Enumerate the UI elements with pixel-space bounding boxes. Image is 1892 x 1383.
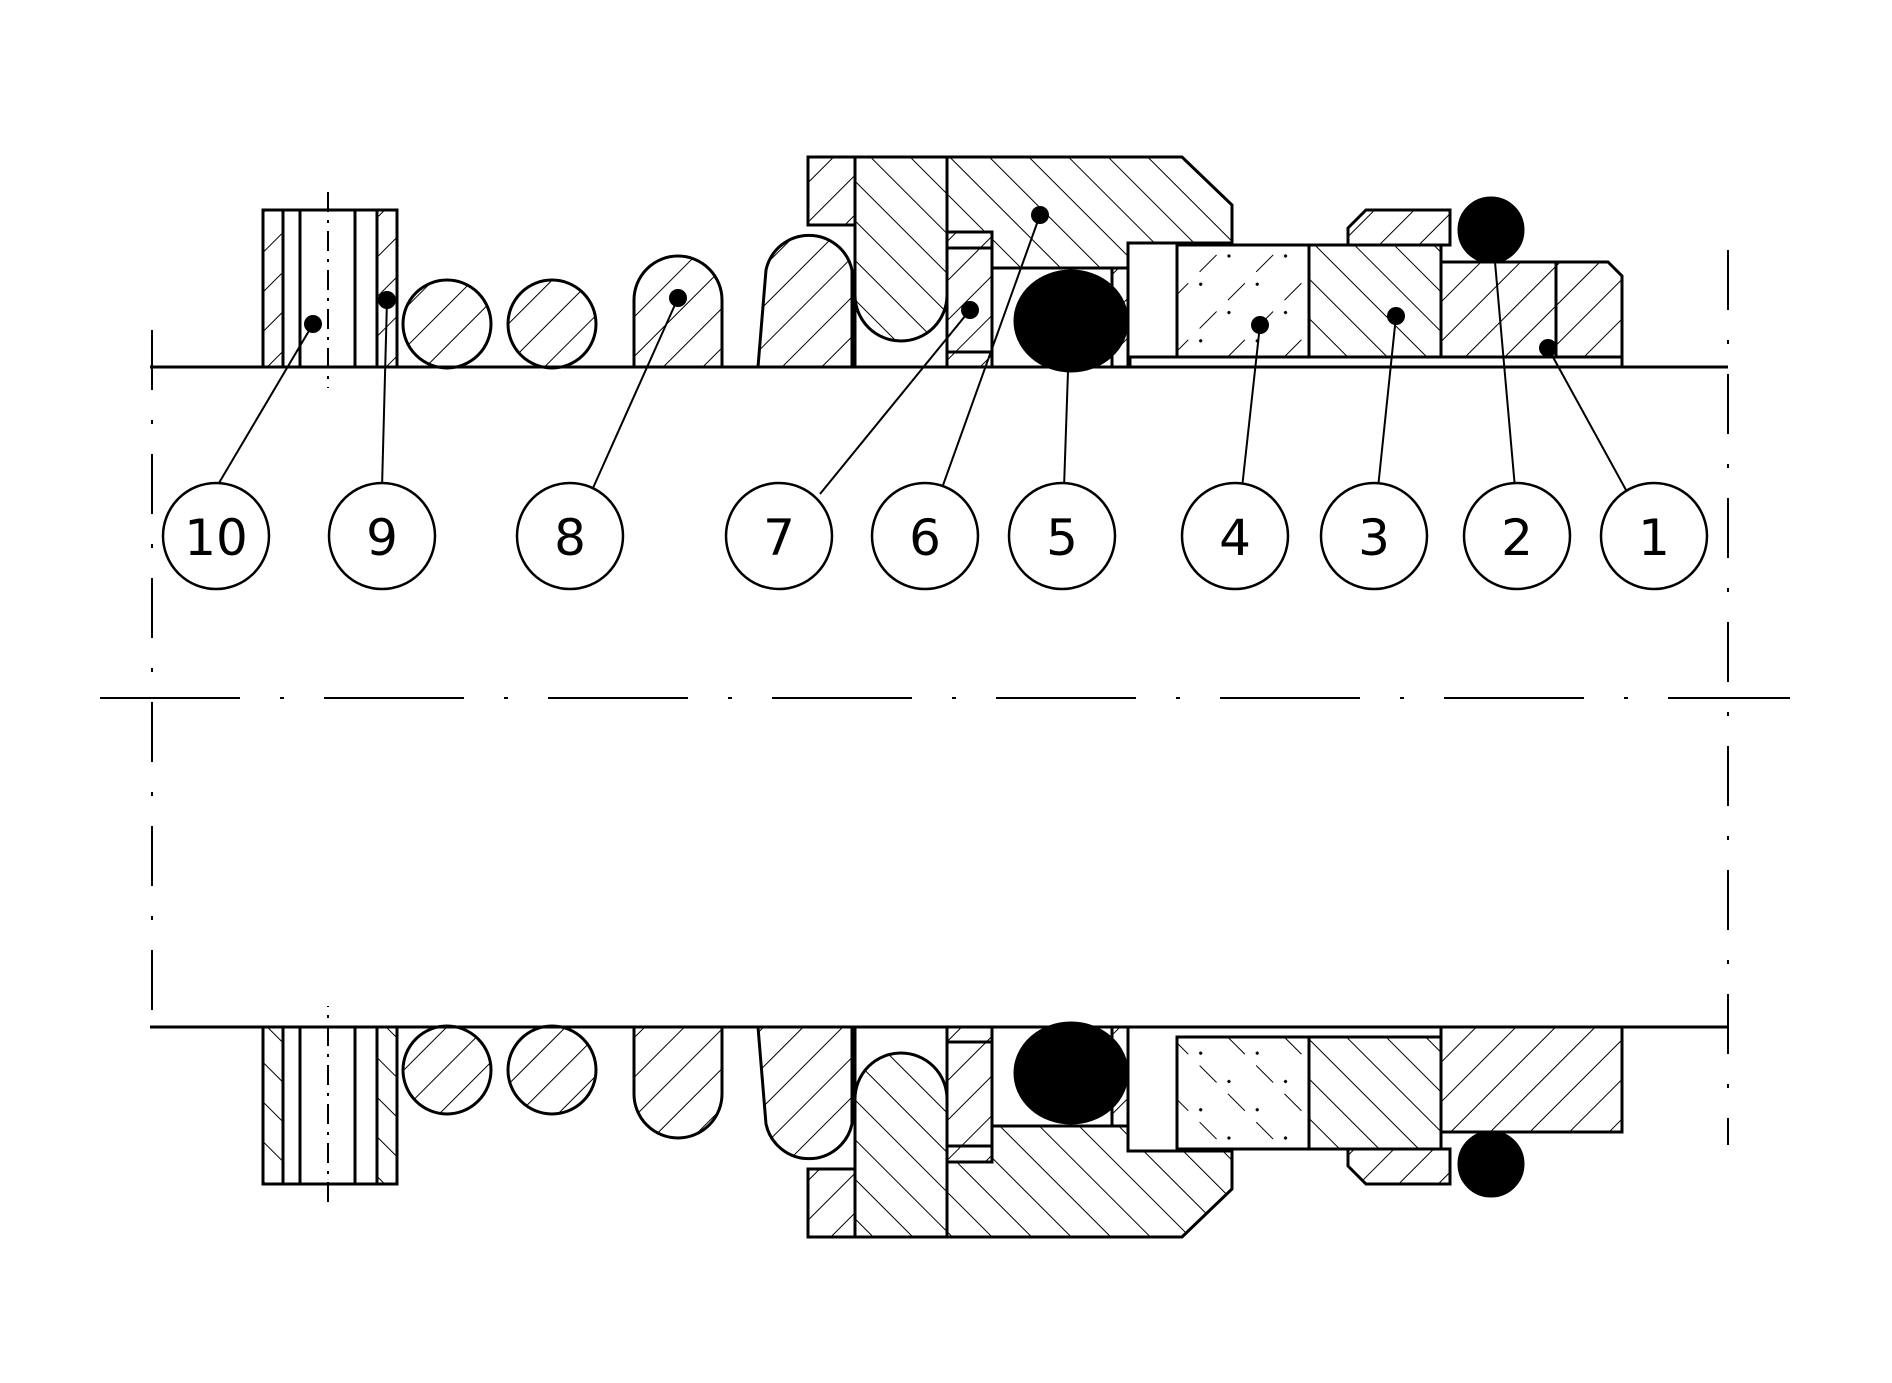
upper-section	[261, 155, 1624, 388]
svg-text:6: 6	[909, 509, 941, 567]
balloon-2: 2	[1462, 481, 1572, 591]
svg-text:9: 9	[366, 509, 398, 567]
balloon-group: 10 9 8 7 6 5 4 3 2 1	[161, 481, 1709, 591]
item-1-gland	[1439, 260, 1624, 369]
svg-text:2: 2	[1501, 509, 1533, 567]
spring-coil	[756, 233, 854, 368]
item-4-face	[1175, 243, 1311, 359]
shaft-outline	[100, 250, 1790, 1145]
balloon-3: 3	[1319, 481, 1429, 591]
svg-text:1: 1	[1638, 509, 1670, 567]
balloon-4: 4	[1180, 481, 1290, 591]
balloon-1: 1	[1599, 481, 1709, 591]
item-10-ring	[261, 208, 399, 369]
item-5-o-ring	[1013, 269, 1129, 373]
item-7-ring	[945, 230, 994, 369]
svg-text:5: 5	[1046, 509, 1078, 567]
spring-coil	[506, 278, 598, 370]
leader-lines	[215, 206, 1627, 495]
svg-text:10: 10	[184, 509, 248, 567]
balloon-5: 5	[1007, 481, 1117, 591]
svg-text:7: 7	[763, 509, 795, 567]
balloon-8: 8	[515, 481, 625, 591]
spring-coil	[401, 278, 493, 370]
svg-text:4: 4	[1219, 509, 1251, 567]
balloon-9: 9	[327, 481, 437, 591]
balloon-10: 10	[161, 481, 271, 591]
balloon-7: 7	[724, 481, 834, 591]
balloon-6: 6	[870, 481, 980, 591]
svg-text:8: 8	[554, 509, 586, 567]
item-3-seat	[1307, 243, 1443, 359]
lower-section	[261, 1006, 1624, 1239]
item-2-o-ring	[1457, 196, 1525, 264]
spring-coil	[632, 254, 724, 367]
svg-text:3: 3	[1358, 509, 1390, 567]
